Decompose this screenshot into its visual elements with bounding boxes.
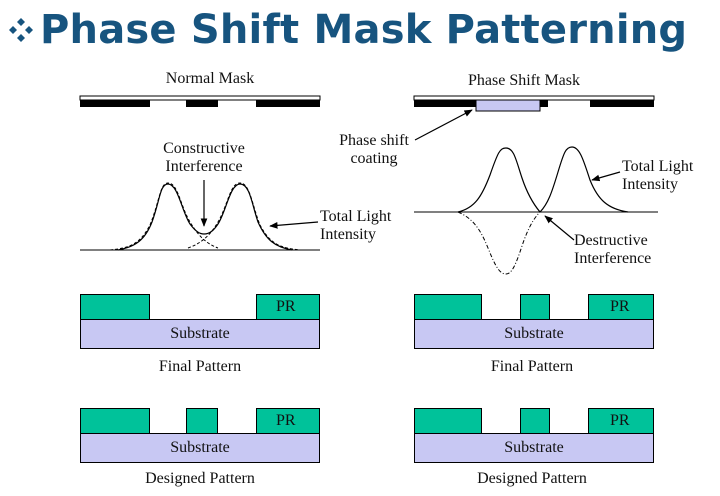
substrate-layer: Substrate — [414, 433, 654, 463]
constructive-interference-label: Constructive Interference — [163, 140, 245, 175]
substrate-layer: Substrate — [414, 319, 654, 349]
page-title: Phase Shift Mask Patterning — [40, 7, 688, 53]
psm-total-light-label: Total Light Intensity — [622, 158, 694, 193]
pr-block — [80, 408, 150, 434]
pr-block — [520, 408, 550, 434]
final-pattern-caption: Final Pattern — [490, 358, 574, 375]
coating-arrow — [414, 109, 473, 141]
phase-shift-coating-label: Phase shift coating — [339, 132, 409, 167]
phase-shift-intensity-plot — [414, 146, 658, 275]
normal-total-light-label: Total Light Intensity — [320, 208, 392, 243]
pr-label: PR — [276, 412, 296, 429]
pr-block — [186, 408, 218, 434]
pr-label: PR — [276, 298, 296, 315]
substrate-layer: Substrate — [80, 319, 320, 349]
phase-shift-mask-heading: Phase Shift Mask — [468, 72, 580, 89]
pr-block — [414, 408, 482, 434]
slide-title: Phase Shift Mask Patterning — [8, 4, 687, 56]
pr-label: PR — [610, 412, 630, 429]
designed-pattern-caption: Designed Pattern — [477, 470, 587, 487]
phase-shift-mask-plate — [413, 95, 655, 112]
pr-block — [256, 408, 320, 434]
diamond-bullet-icon — [9, 18, 33, 42]
final-pattern-caption: Final Pattern — [158, 358, 242, 375]
designed-pattern-caption: Designed Pattern — [145, 470, 255, 487]
normal-mask-plate — [79, 95, 321, 107]
destructive-interference-label: Destructive Interference — [574, 232, 652, 267]
pr-block — [520, 294, 550, 320]
substrate-layer: Substrate — [80, 433, 320, 463]
normal-mask-heading: Normal Mask — [165, 70, 255, 87]
normal-intensity-plot — [80, 180, 320, 251]
pr-block — [80, 294, 150, 320]
pr-block — [256, 294, 320, 320]
pr-label: PR — [610, 298, 630, 315]
pr-block — [414, 294, 482, 320]
